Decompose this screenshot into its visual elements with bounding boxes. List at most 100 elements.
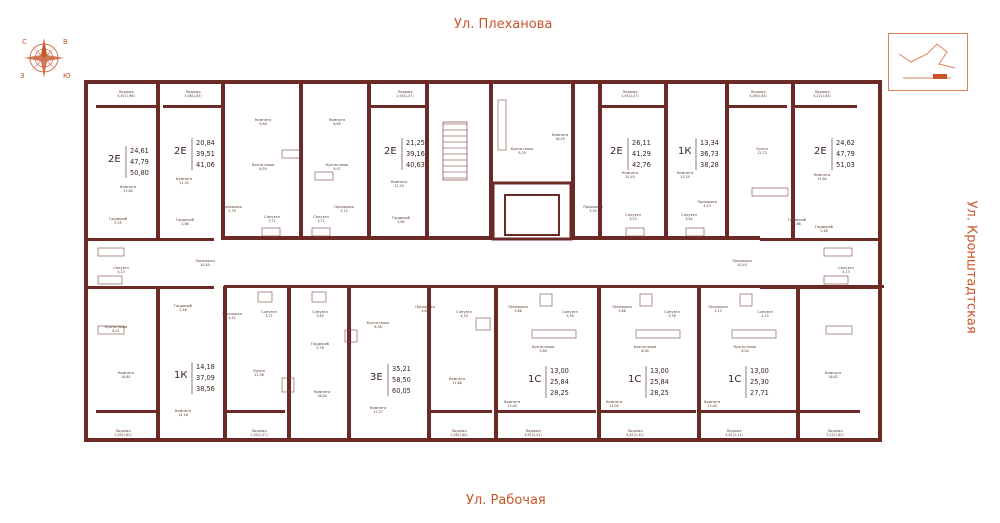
room-labels: Лоджия3,92(1,96)Лоджия3,08(1,63)Лоджия2,… — [105, 90, 854, 437]
key-plan-icon — [888, 33, 968, 91]
room-name: Санузел — [261, 310, 277, 314]
room-area: 9,60 — [259, 122, 266, 126]
apartment-living-area: 24,62 — [836, 139, 855, 147]
room-area: 9,07 — [333, 167, 340, 171]
room-name: Кухня-ниша — [511, 147, 534, 151]
fixtures — [97, 99, 853, 393]
room-name: Комната — [504, 400, 520, 404]
apartment-code: 1С — [728, 374, 741, 385]
room-area: 3,64 — [685, 217, 692, 221]
room-name: Гардероб — [174, 304, 193, 308]
room-name: Гардероб — [311, 342, 330, 346]
apartment-total-area: 42,76 — [632, 161, 651, 169]
street-north-label: Ул. Плеханова — [454, 17, 553, 32]
room-name: Комната — [622, 171, 638, 175]
room-name: Санузел — [456, 310, 472, 314]
apartment-living-area: 13,00 — [650, 367, 669, 375]
apartment-plate: 1С 13,00 25,30 27,71 — [728, 366, 769, 398]
room-name: Кухня-ниша — [105, 325, 128, 329]
room-area: 12,57 — [373, 410, 382, 414]
room-name: Санузел — [113, 266, 129, 270]
apartment-living-area: 13,34 — [700, 139, 719, 147]
apartment-total-area: 28,25 — [550, 389, 569, 397]
room-area: 13,34 — [680, 175, 689, 179]
room-area: 13,00 — [707, 404, 716, 408]
room-name: Санузел — [681, 213, 697, 217]
room-area: 15,80 — [817, 177, 826, 181]
room-area: 2,55 — [114, 221, 121, 225]
room-name: Комната — [391, 180, 407, 184]
room-area: 4,30 — [460, 314, 467, 318]
room-area: 3,71 — [265, 314, 272, 318]
room-area: 5,59 — [589, 209, 596, 213]
apartment-code: 3Е — [370, 372, 383, 383]
room-name: Гардероб — [109, 217, 128, 221]
room-name: Кухня-ниша — [326, 163, 349, 167]
room-area: 11,34 — [179, 181, 188, 185]
outer-walls — [84, 80, 882, 442]
room-name: Прихожая — [222, 205, 241, 209]
room-name: Санузел — [625, 213, 641, 217]
apartment-area: 25,84 — [650, 378, 669, 386]
room-name: Прихожая — [697, 200, 716, 204]
room-name: Лоджия — [726, 429, 741, 433]
room-area: 16,29 — [555, 137, 564, 141]
room-name: Лоджия — [251, 429, 266, 433]
room-area: 3,66 — [618, 309, 625, 313]
apartment-plate: 2Е 26,11 41,29 42,76 — [610, 138, 651, 170]
room-name: Лоджия — [622, 90, 637, 94]
room-name: Гардероб — [788, 218, 807, 222]
apartment-total-area: 40,63 — [406, 161, 425, 169]
room-name: Кухня-ниша — [252, 163, 275, 167]
room-area: 3,09(1,65) — [114, 433, 131, 437]
room-name: Комната — [329, 118, 345, 122]
room-name: Прихожая — [732, 259, 751, 263]
apartment-area: 25,30 — [750, 378, 769, 386]
room-name: Лоджия — [397, 90, 412, 94]
apartment-area: 47,79 — [130, 158, 149, 166]
room-name: Комната — [677, 171, 693, 175]
room-area: 3,92(1,96) — [117, 94, 134, 98]
room-area: 10,40 — [200, 263, 209, 267]
room-name: Комната — [552, 133, 568, 137]
room-name: Кухня-ниша — [532, 345, 555, 349]
room-name: Санузел — [313, 215, 329, 219]
room-name: Санузел — [664, 310, 680, 314]
room-name: Лоджия — [814, 90, 829, 94]
apartment-total-area: 50,80 — [130, 169, 149, 177]
apartment-code: 1С — [628, 374, 641, 385]
room-area: 14,16 — [178, 413, 187, 417]
apartment-total-area: 60,05 — [392, 387, 411, 395]
room-area: 8,36 — [374, 325, 381, 329]
apartment-living-area: 13,00 — [750, 367, 769, 375]
apartment-total-area: 41,06 — [196, 161, 215, 169]
apartment-plate: 1К 13,34 36,73 38,28 — [678, 138, 719, 170]
room-name: Кухня-ниша — [734, 345, 757, 349]
room-area: 4,81(2,41) — [725, 433, 742, 437]
apartment-total-area: 38,56 — [196, 385, 215, 393]
room-area: 12,59 — [394, 184, 403, 188]
room-name: Комната — [449, 377, 465, 381]
room-name: Лоджия — [627, 429, 642, 433]
room-name: Кухня-ниша — [367, 321, 390, 325]
room-area: 2,76 — [316, 346, 323, 350]
room-name: Лоджия — [750, 90, 765, 94]
room-name: Кухня — [253, 369, 264, 373]
room-name: Лоджия — [451, 429, 466, 433]
apartment-plate: 2Е 24,62 47,79 51,03 — [814, 138, 855, 170]
apartment-code: 1С — [528, 374, 541, 385]
apartment-area: 36,73 — [700, 150, 719, 158]
room-name: Лоджия — [115, 429, 130, 433]
room-name: Санузел — [562, 310, 578, 314]
room-area: 3,38 — [668, 314, 675, 318]
room-area: 3,22(1,62) — [826, 433, 843, 437]
apartment-plate: 2Е 24,61 47,79 50,80 — [108, 146, 149, 178]
apartment-code: 2Е — [108, 154, 121, 165]
apartment-code: 1К — [174, 370, 187, 381]
interior-walls — [84, 84, 884, 442]
room-name: Прихожая — [583, 205, 602, 209]
room-name: Комната — [175, 409, 191, 413]
room-area: 10,40 — [737, 263, 746, 267]
apartment-plate: 2Е 21,25 39,16 40,63 — [384, 138, 425, 170]
